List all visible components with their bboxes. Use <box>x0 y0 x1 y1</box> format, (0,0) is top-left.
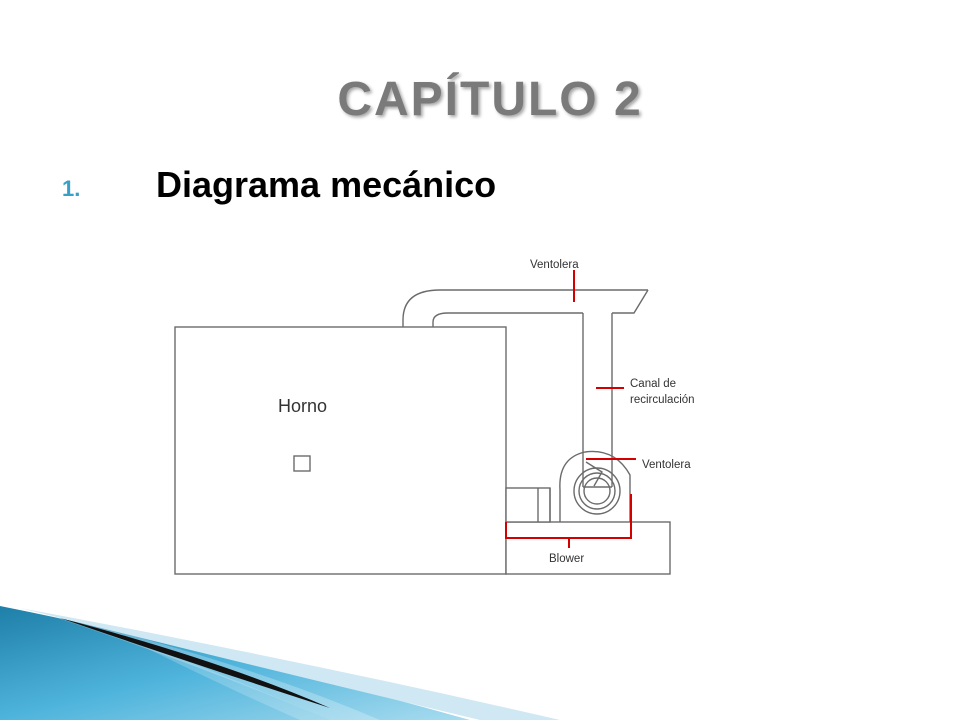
label-horno: Horno <box>278 396 327 416</box>
blower-housing <box>559 450 631 522</box>
blower-base <box>505 521 671 575</box>
duct-inner <box>432 312 583 327</box>
label-ventolera-top: Ventolera <box>530 259 579 271</box>
duct-outer <box>402 289 648 327</box>
blower-fan-mid <box>578 472 616 510</box>
list-number: 1. <box>62 176 81 201</box>
label-blower: Blower <box>549 553 584 565</box>
label-canal-line1: Canal de <box>630 378 676 390</box>
oven-indicator-square <box>293 455 311 472</box>
blower-fan-inner <box>583 477 611 505</box>
slide-title: CAPÍTULO 2 <box>337 73 643 126</box>
label-ventolera-right: Ventolera <box>642 459 691 471</box>
top-vent-hopper <box>612 289 649 314</box>
list-heading: Diagrama mecánico <box>156 164 497 205</box>
oven-body <box>174 326 507 575</box>
label-canal-line2: recirculación <box>630 394 695 406</box>
blower-fan-outer <box>573 467 621 515</box>
